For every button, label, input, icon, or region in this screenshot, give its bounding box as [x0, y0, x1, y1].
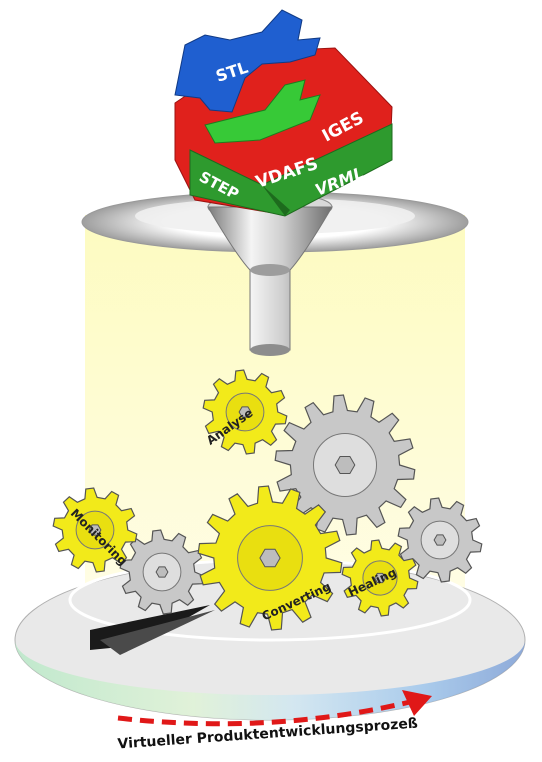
data-format-cube: STL IGES VDAFS STEP VRML [175, 10, 392, 216]
